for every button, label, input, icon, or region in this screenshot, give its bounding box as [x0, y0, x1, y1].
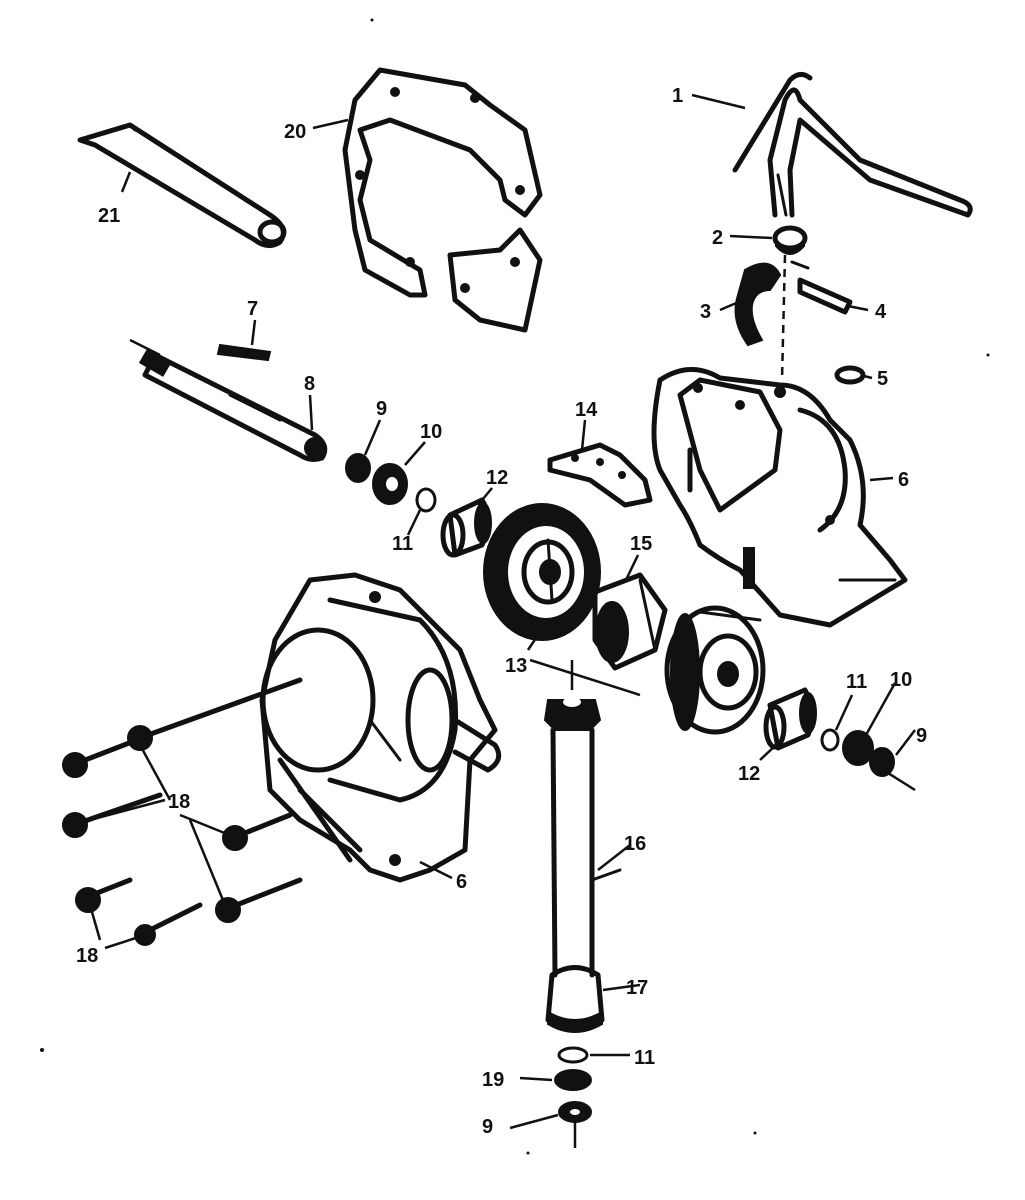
callout-16: 16 [624, 833, 646, 855]
callout-12-left: 12 [486, 467, 508, 489]
callout-18-lower: 18 [76, 945, 98, 967]
callout-3: 3 [700, 301, 711, 323]
part-3-arc-segment [734, 262, 782, 347]
bolt [222, 812, 293, 851]
callout-1: 1 [672, 85, 683, 107]
callout-15: 15 [630, 533, 652, 555]
bolt [62, 792, 163, 838]
part-9-washer-right [869, 747, 916, 792]
callout-17: 17 [626, 977, 648, 999]
callout-19: 19 [482, 1069, 504, 1091]
part-4-bracket [790, 260, 853, 315]
part-10-bearing-right [842, 730, 874, 766]
part-6-upper-housing [651, 367, 908, 628]
callout-20: 20 [284, 121, 306, 143]
callout-10-right: 10 [890, 669, 912, 691]
callout-labels: 1 2 3 4 5 6 6 7 8 9 9 9 10 10 11 11 11 1… [76, 85, 927, 1138]
callout-6-upper: 6 [898, 469, 909, 491]
callout-5: 5 [877, 368, 888, 390]
callout-18-upper: 18 [168, 791, 190, 813]
part-17-bushing [545, 965, 605, 1033]
print-specks [40, 18, 990, 1155]
callout-6-lower: 6 [456, 871, 467, 893]
part-9-washer-left [345, 453, 371, 483]
callout-8: 8 [304, 373, 315, 395]
alignment-line [780, 254, 787, 381]
bolt [127, 677, 303, 751]
bolt [134, 902, 203, 946]
callout-10-left: 10 [420, 421, 442, 443]
part-20-mounting-plate [342, 67, 543, 333]
callout-13: 13 [505, 655, 527, 677]
part-15-worm [592, 572, 668, 671]
callout-11-right: 11 [846, 671, 867, 693]
part-7-key [216, 319, 272, 362]
part-14-bracket [547, 442, 653, 508]
part-9-washer-lower [558, 1101, 592, 1148]
bolt [75, 877, 133, 913]
part-6-lower-housing [259, 572, 502, 883]
part-11-ring-lower [557, 1046, 589, 1064]
callout-11-lower: 11 [634, 1047, 655, 1069]
part-19-washer [554, 1069, 592, 1091]
callout-14: 14 [575, 399, 598, 421]
part-5-washer [834, 365, 866, 385]
part-worm-wheel [664, 605, 766, 735]
callout-9-left: 9 [376, 398, 387, 420]
part-8-shaft [129, 338, 328, 462]
part-12-bushing-left [440, 497, 492, 558]
axis-line [529, 658, 641, 697]
callout-7: 7 [247, 298, 258, 320]
part-12-bushing-right [763, 687, 817, 751]
part-21-tube [77, 122, 287, 248]
callout-12-right: 12 [738, 763, 760, 785]
part-11-ring-left [415, 487, 437, 513]
part-18-bolts [62, 677, 303, 946]
part-11-ring-right [820, 728, 840, 752]
callout-2: 2 [712, 227, 723, 249]
part-16-vertical-shaft [543, 660, 622, 978]
callout-4: 4 [875, 301, 887, 323]
part-2-cap [772, 225, 808, 255]
callout-9-right: 9 [916, 725, 927, 747]
part-1-handle [732, 72, 973, 218]
part-10-bearing-left [372, 463, 408, 505]
part-13-large-gear [483, 503, 601, 641]
callout-21: 21 [98, 205, 120, 227]
leader-lines [81, 93, 916, 1130]
bolt [215, 877, 303, 923]
callout-11-left: 11 [392, 533, 413, 555]
callout-9-lower: 9 [482, 1116, 493, 1138]
